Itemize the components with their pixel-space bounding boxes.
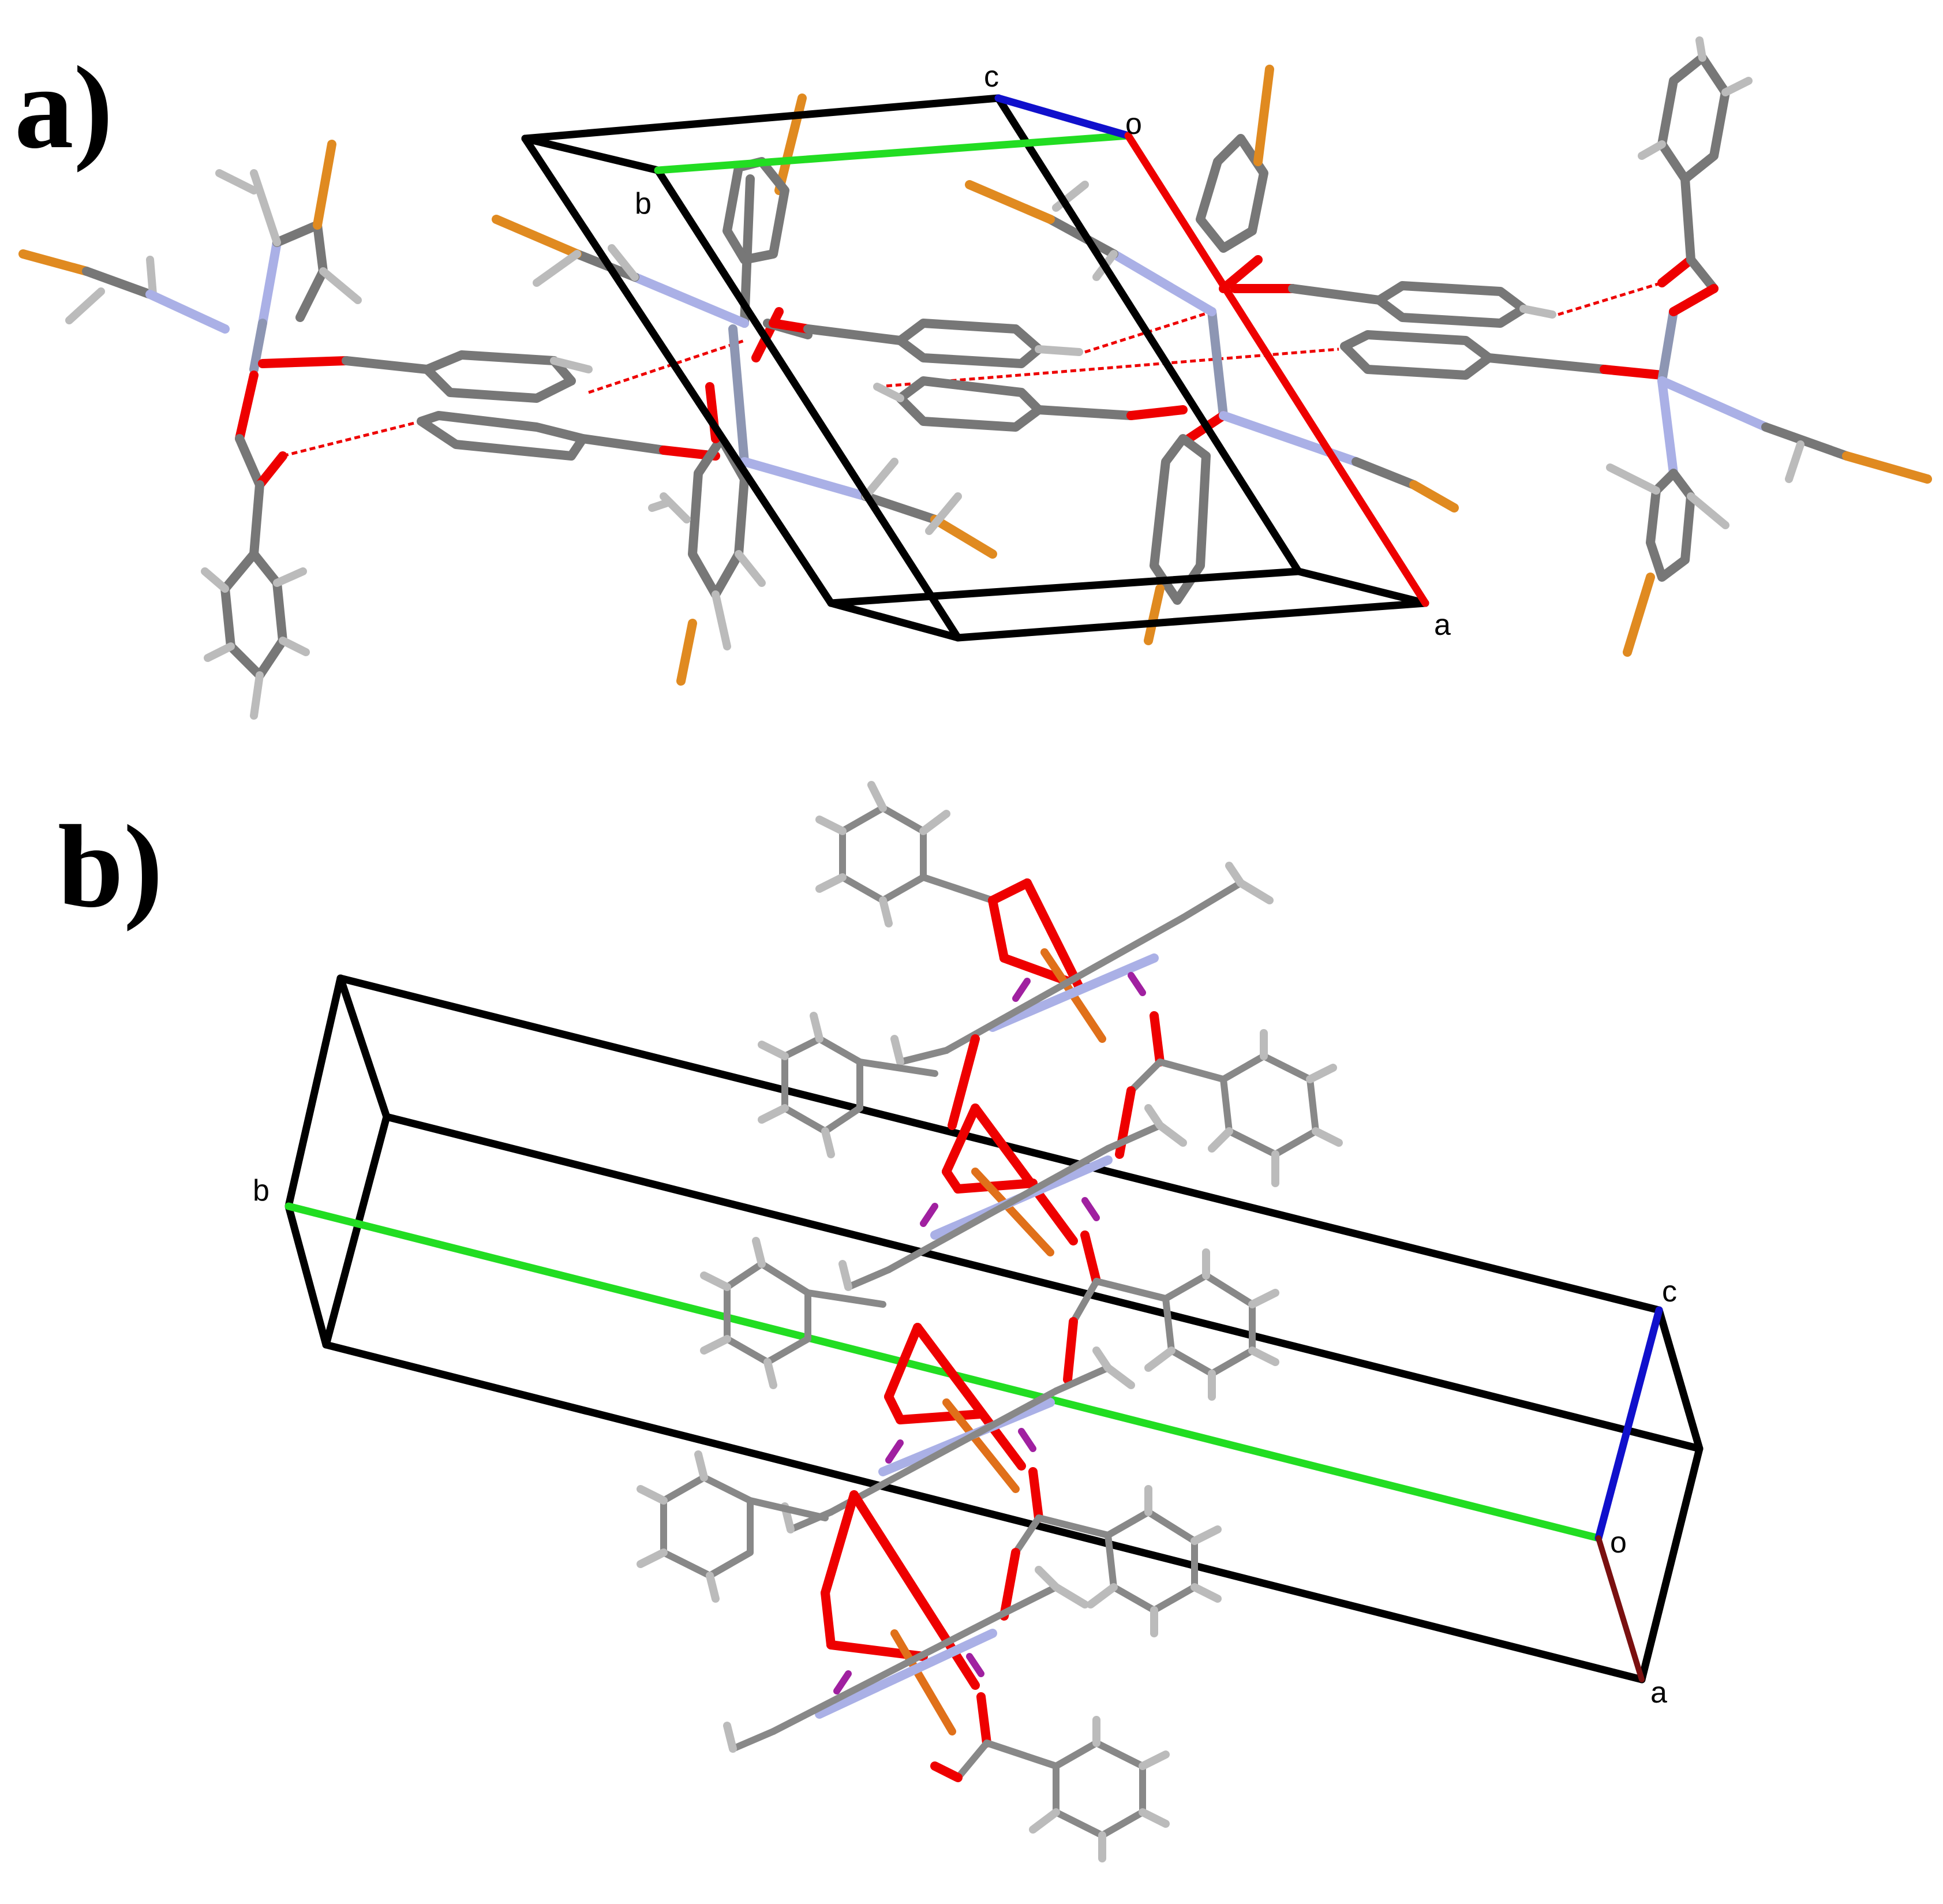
chain-unit-2 [758,1012,1279,1401]
panel-a-unit-cell: c o b a [521,60,1451,642]
panel-a-molecules [18,36,1932,720]
molecule-left [18,140,745,720]
panel-a-axis-a-label: a [1434,608,1451,642]
panel-b-origin-label: o [1610,1526,1627,1559]
chain-unit-3 [700,1237,1222,1637]
panel-b-unit-cell: b c o a [253,974,1704,1710]
panel-a-axis-b-label: b [635,187,652,220]
panel-a: a) [14,36,1932,720]
panel-b-axis-c-label: c [1662,1275,1677,1308]
panel-b-axis-b-label: b [253,1174,269,1207]
panel-b-label: b) [58,801,163,932]
panel-b-axis-a-label: a [1650,1676,1667,1710]
chain-unit-1 [815,781,1343,1187]
molecule-right [1340,36,1932,657]
panel-b-molecules [637,781,1343,1862]
panel-a-origin-label: o [1125,107,1142,141]
panel-b: b) b c o a [58,781,1704,1862]
molecule-right-center [965,65,1556,645]
chain-unit-4 [637,1450,1170,1862]
panel-a-label: a) [14,42,113,173]
panel-a-axis-c-label: c [984,60,999,93]
